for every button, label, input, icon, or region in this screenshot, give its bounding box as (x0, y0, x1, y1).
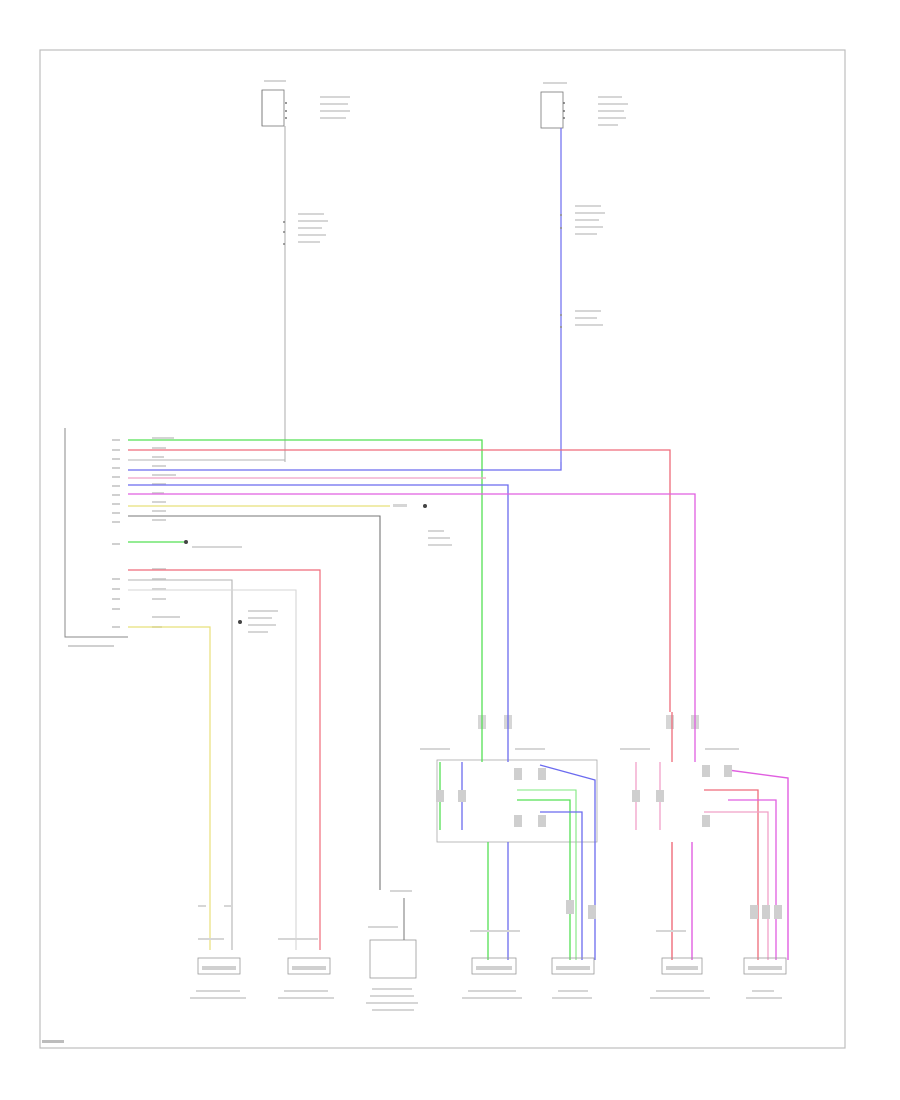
antenna-module (366, 890, 418, 1011)
wire-magenta-j2-out (727, 769, 789, 960)
ground-tag (393, 504, 452, 546)
left-front-speaker (190, 905, 246, 999)
right-front-speaker (278, 938, 334, 999)
right-tweeter (551, 957, 595, 999)
left-tweeter (743, 957, 787, 999)
footer-mark (42, 1040, 64, 1043)
wire-magenta-j2-out2 (728, 799, 777, 960)
terminals-j2 (632, 765, 782, 919)
wire-white-right-spk (128, 589, 297, 950)
wire-red (128, 449, 671, 712)
page-frame (39, 49, 846, 1049)
left-rear-speaker (650, 930, 710, 999)
fuse-block-b (540, 82, 628, 129)
audio-unit (64, 428, 128, 647)
fuse-block-a (261, 80, 350, 127)
wire-magenta (128, 493, 696, 712)
wire-green (128, 439, 483, 712)
wire-blue-j1-out (539, 764, 596, 960)
junction-b2 (560, 310, 603, 328)
wire-blue (128, 484, 509, 712)
wire-gray-left-spk (128, 579, 233, 950)
shield-note (238, 610, 278, 633)
wire-red-j2-out (704, 789, 759, 960)
junction-a (283, 213, 328, 245)
junction-b1 (560, 205, 605, 235)
wire-black (128, 515, 381, 890)
wire-green-j1-out2 (517, 789, 577, 960)
wire-red-right-spk (128, 569, 321, 950)
terminals-j1 (436, 768, 596, 919)
wire-blue-j1-out2 (540, 811, 583, 960)
wire-tags (152, 437, 180, 628)
wire-yellow-left-spk (128, 626, 211, 950)
right-rear-speaker (462, 930, 522, 999)
wire-blue-feed (128, 462, 562, 471)
junction-connector-2 (620, 715, 739, 750)
